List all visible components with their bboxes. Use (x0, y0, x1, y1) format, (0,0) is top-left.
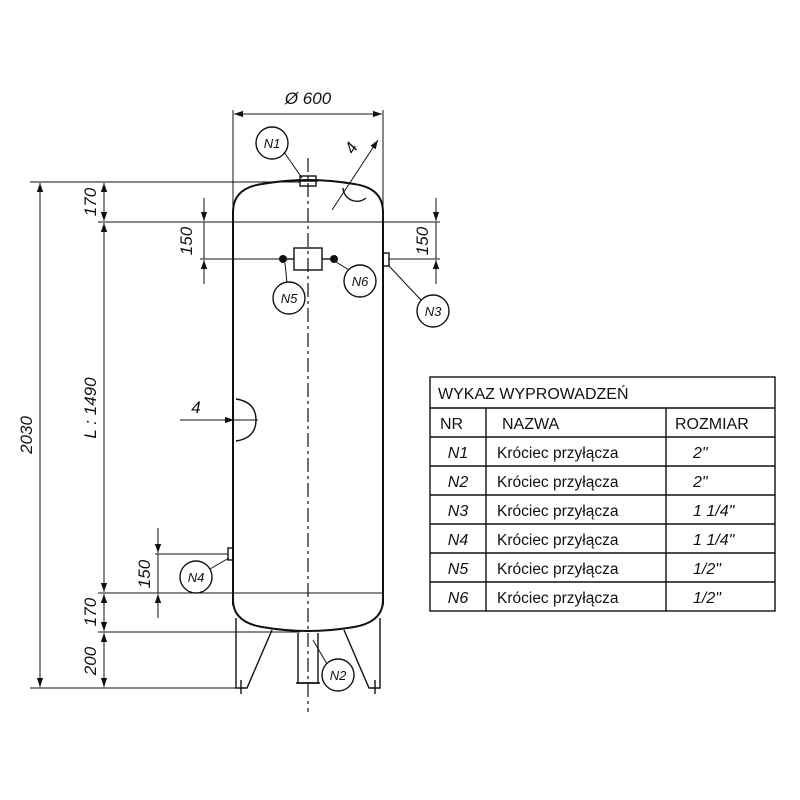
row-nr: N4 (448, 532, 469, 549)
dimension-lines (30, 110, 440, 689)
row-size: 2" (692, 445, 709, 462)
dim-upper-offset-left: 150 (177, 226, 196, 255)
row-size: 1/2" (693, 590, 722, 607)
tag-n1: N1 (264, 136, 281, 151)
row-name: Króciec przyłącza (497, 532, 619, 549)
tank-legs (235, 618, 381, 694)
row-size: 1 1/4" (693, 532, 736, 549)
header-name: NAZWA (502, 416, 560, 433)
table-row: N3 Króciec przyłącza 1 1/4" (448, 503, 736, 520)
header-size: ROZMIAR (675, 416, 749, 433)
nozzle-callouts: N1 N5 N6 N3 N4 N2 (179, 126, 450, 692)
table-row: N4 Króciec przyłącza 1 1/4" (448, 532, 736, 549)
dim-top-head: 170 (81, 187, 100, 216)
tag-n6: N6 (352, 274, 369, 289)
table-row: N2 Króciec przyłącza 2" (448, 474, 709, 491)
wall-thickness-marks (180, 139, 379, 442)
dim-total-height: 2030 (17, 416, 36, 455)
dim-wall-side: 4 (191, 398, 200, 417)
dim-upper-offset-right: 150 (413, 226, 432, 255)
row-nr: N6 (448, 590, 469, 607)
dimension-labels: Ø 600 2030 170 L : 1490 170 200 150 150 … (17, 89, 432, 676)
dim-diameter: Ø 600 (284, 89, 332, 108)
table-row: N1 Króciec przyłącza 2" (448, 445, 709, 462)
tag-n3: N3 (425, 304, 442, 319)
row-nr: N2 (448, 474, 469, 491)
dim-legs: 200 (81, 646, 100, 676)
header-nr: NR (440, 416, 463, 433)
row-name: Króciec przyłącza (497, 503, 619, 520)
tag-n5: N5 (281, 291, 298, 306)
row-size: 1 1/4" (693, 503, 736, 520)
row-name: Króciec przyłącza (497, 561, 619, 578)
dim-body-length: L : 1490 (81, 377, 100, 439)
dim-wall-top: 4 (341, 139, 362, 157)
table-row: N5 Króciec przyłącza 1/2" (448, 561, 722, 578)
row-size: 1/2" (693, 561, 722, 578)
row-name: Króciec przyłącza (497, 590, 619, 607)
row-size: 2" (692, 474, 709, 491)
row-name: Króciec przyłącza (497, 445, 619, 462)
dim-lower-offset: 150 (135, 559, 154, 588)
dim-bottom-head: 170 (81, 597, 100, 626)
table-row: N6 Króciec przyłącza 1/2" (448, 590, 722, 607)
tank-vessel (232, 158, 384, 712)
tag-n2: N2 (330, 668, 347, 683)
tag-n4: N4 (188, 570, 205, 585)
row-name: Króciec przyłącza (497, 474, 619, 491)
table-title: WYKAZ WYPROWADZEŃ (438, 384, 629, 403)
row-nr: N5 (448, 561, 469, 578)
row-nr: N1 (448, 445, 468, 462)
row-nr: N3 (448, 503, 469, 520)
